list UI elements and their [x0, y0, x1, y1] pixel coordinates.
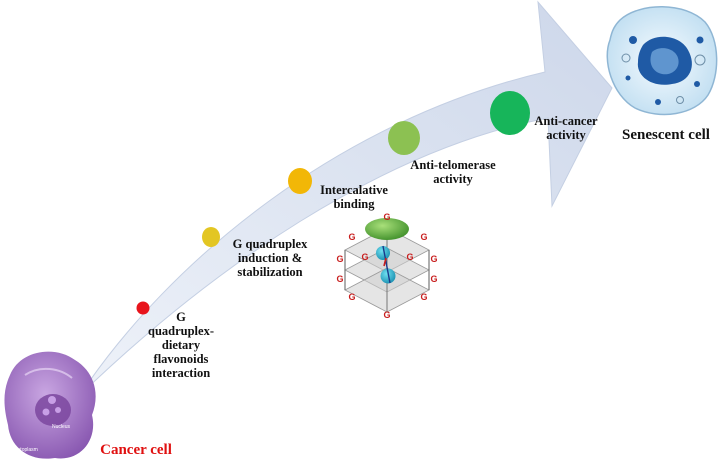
stage-1-marker — [136, 301, 150, 315]
senescent-cell-label: Senescent cell — [622, 127, 710, 143]
stage-5-label: Anti-cancer activity — [534, 114, 598, 142]
cancer-cell-label: Cancer cell — [100, 442, 172, 458]
cancer-cell-icon: Nucleus Cytoplasm — [4, 351, 96, 459]
g-letter: G — [348, 292, 355, 302]
g-letter: G — [383, 212, 390, 222]
g-letter: G — [383, 310, 390, 320]
g-letter: G — [420, 292, 427, 302]
stage-2-marker — [202, 227, 220, 247]
stage-4-label: Anti-telomerase activity — [410, 158, 496, 186]
g-letter: G — [430, 274, 437, 284]
senescent-cell-icon — [606, 6, 718, 116]
g-letter: G — [420, 232, 427, 242]
g-letter: G — [336, 274, 343, 284]
g-letter: G — [336, 254, 343, 264]
g-letter: G — [348, 232, 355, 242]
cytoplasm-label: Cytoplasm — [14, 447, 38, 453]
g-letter: G — [406, 252, 413, 262]
stage-2-label: G quadruplex induction & stabilization — [232, 237, 308, 279]
stage-1-label: G quadruplex- dietary flavonoids interac… — [148, 310, 214, 380]
stage-3-marker — [288, 168, 312, 194]
g-letter: G — [430, 254, 437, 264]
stage-4-marker — [388, 121, 420, 155]
nucleus-label: Nucleus — [52, 424, 71, 430]
g-quadruplex-structure-icon — [344, 218, 430, 313]
g-letter: G — [361, 252, 368, 262]
stage-5-marker — [490, 91, 530, 135]
process-arrow — [79, 0, 613, 396]
stage-3-label: Intercalative binding — [320, 183, 388, 211]
